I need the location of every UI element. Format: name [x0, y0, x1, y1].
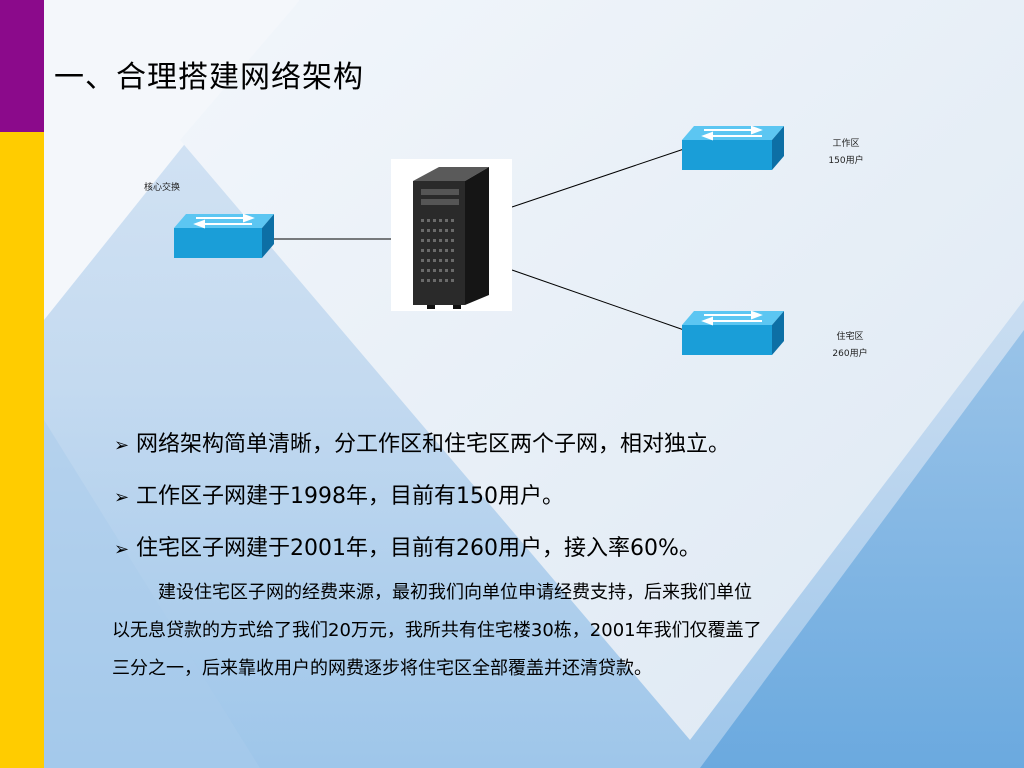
network-diagram: [174, 125, 784, 355]
server-tower-icon: [391, 159, 512, 311]
list-item: ➢ 住宅区子网建于2001年，目前有260用户，接入率60%。: [114, 530, 701, 562]
accent-bar-yellow: [0, 132, 44, 768]
switch-icon: [682, 125, 784, 170]
switch-icon: [174, 213, 274, 258]
residential-zone-label: 住宅区 260用户: [820, 329, 880, 363]
list-item: ➢ 工作区子网建于1998年，目前有150用户。: [114, 478, 564, 510]
arrow-bullet-icon: ➢: [114, 487, 130, 508]
bullet-text: 住宅区子网建于2001年，目前有260用户，接入率60%。: [136, 536, 701, 561]
arrow-bullet-icon: ➢: [114, 435, 130, 456]
arrow-bullet-icon: ➢: [114, 539, 130, 560]
link-server-residential: [511, 269, 685, 331]
list-item: ➢ 网络架构简单清晰，分工作区和住宅区两个子网，相对独立。: [114, 426, 730, 458]
bullet-text: 网络架构简单清晰，分工作区和住宅区两个子网，相对独立。: [136, 432, 731, 457]
paragraph-line: 建设住宅区子网的经费来源，最初我们向单位申请经费支持，后来我们单位: [158, 582, 752, 603]
accent-bar-purple: [0, 0, 44, 132]
work-zone-label: 工作区 150用户: [816, 136, 876, 170]
paragraph-line: 以无息贷款的方式给了我们20万元，我所共有住宅楼30栋，2001年我们仅覆盖了: [112, 620, 762, 641]
work-zone-users: 150用户: [828, 156, 864, 166]
funding-paragraph: 建设住宅区子网的经费来源，最初我们向单位申请经费支持，后来我们单位 以无息贷款的…: [112, 574, 922, 688]
residential-zone-name: 住宅区: [836, 332, 864, 342]
work-zone-name: 工作区: [832, 139, 860, 149]
link-server-work: [511, 148, 685, 208]
residential-zone-users: 260用户: [832, 349, 868, 359]
bullet-text: 工作区子网建于1998年，目前有150用户。: [136, 484, 564, 509]
page-title: 一、合理搭建网络架构: [54, 60, 364, 95]
core-switch-label: 核心交换: [143, 183, 180, 193]
paragraph-line: 三分之一，后来靠收用户的网费逐步将住宅区全部覆盖并还清贷款。: [112, 658, 652, 679]
switch-icon: [682, 310, 784, 355]
